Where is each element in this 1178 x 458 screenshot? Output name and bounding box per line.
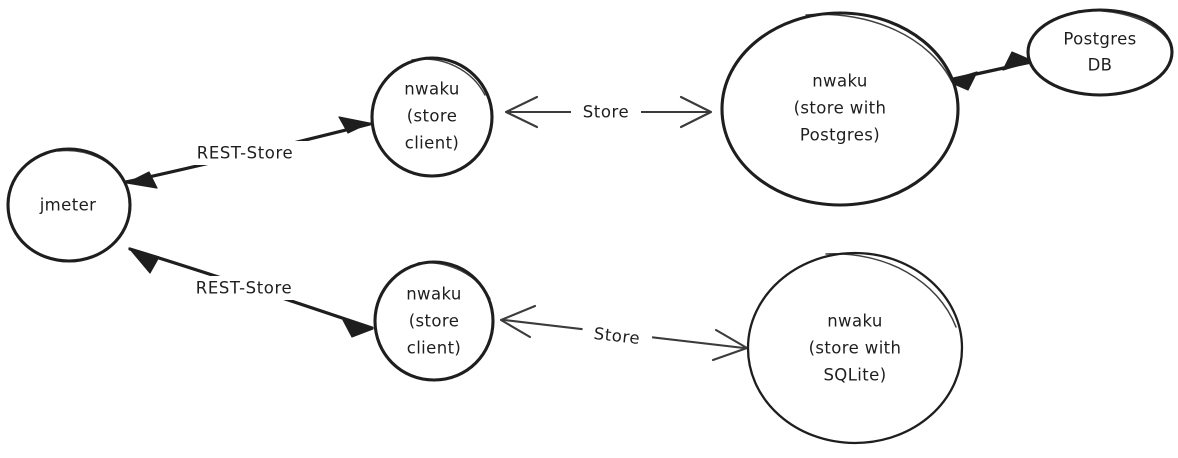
node-store-postgres[interactable]: nwaku (store with Postgres) xyxy=(720,11,960,207)
node-shape xyxy=(373,260,495,382)
edge-store-bottom: Store xyxy=(499,304,749,362)
node-label-line-1: nwaku xyxy=(404,80,460,99)
edge-store-top: Store xyxy=(504,95,713,129)
node-label-line-1: jmeter xyxy=(39,196,97,215)
node-label-line-3: client) xyxy=(405,134,460,153)
node-shape xyxy=(746,251,964,445)
node-shape xyxy=(1026,8,1174,97)
arrowhead-left xyxy=(946,71,978,91)
arrowhead-right xyxy=(338,116,370,134)
node-shape xyxy=(370,56,494,178)
edge-label-backdrop xyxy=(571,100,641,124)
node-label-line-2: (store with xyxy=(794,99,887,118)
edge-label-rest-store-top: REST-Store xyxy=(197,144,294,163)
edge-rest-store-top: REST-Store xyxy=(124,116,372,189)
node-store-client-top[interactable]: nwaku (store client) xyxy=(370,56,494,178)
node-sketch-overstroke xyxy=(417,261,491,300)
node-jmeter[interactable]: jmeter xyxy=(6,147,132,263)
edge-label-backdrop xyxy=(177,276,313,300)
edge-label-group: Store xyxy=(580,320,654,352)
node-sketch-overstroke xyxy=(411,58,486,96)
node-label-line-3: SQLite) xyxy=(823,366,886,385)
node-sketch-overstroke xyxy=(57,149,125,181)
node-store-client-bottom[interactable]: nwaku (store client) xyxy=(373,260,495,382)
node-label-line-1: Postgres xyxy=(1063,30,1136,49)
arrowhead-left xyxy=(504,95,539,129)
edge-label-backdrop xyxy=(178,141,314,165)
node-label-line-2: (store with xyxy=(809,339,902,358)
node-label-line-2: DB xyxy=(1088,56,1113,75)
edge-rest-store-bottom: REST-Store xyxy=(128,247,374,338)
arrowhead-left xyxy=(499,304,537,339)
node-label-line-1: nwaku xyxy=(827,312,883,331)
node-label-line-2: (store xyxy=(409,312,460,331)
node-sketch-overstroke xyxy=(1077,9,1169,41)
edge-label-rest-store-bottom: REST-Store xyxy=(196,279,293,298)
arrowhead-right xyxy=(342,319,374,338)
node-shape xyxy=(720,11,960,207)
node-label-line-1: nwaku xyxy=(812,72,868,91)
node-label-line-2: (store xyxy=(407,107,458,126)
edge-postgres-db xyxy=(946,51,1034,91)
node-sketch-overstroke xyxy=(825,253,957,328)
node-sketch-overstroke xyxy=(805,13,953,83)
node-postgres-db[interactable]: Postgres DB xyxy=(1026,8,1174,97)
node-label-line-3: Postgres) xyxy=(800,126,880,145)
arrowhead-right xyxy=(679,95,713,129)
node-store-sqlite[interactable]: nwaku (store with SQLite) xyxy=(746,251,964,445)
arrowhead-left xyxy=(126,171,158,189)
node-label-line-1: nwaku xyxy=(406,285,462,304)
edge-label-backdrop xyxy=(580,320,654,352)
node-label-line-3: client) xyxy=(407,339,462,358)
arrowhead-left xyxy=(128,247,160,274)
edge-label-store-top: Store xyxy=(583,103,630,122)
arrowhead-right xyxy=(1002,51,1034,71)
